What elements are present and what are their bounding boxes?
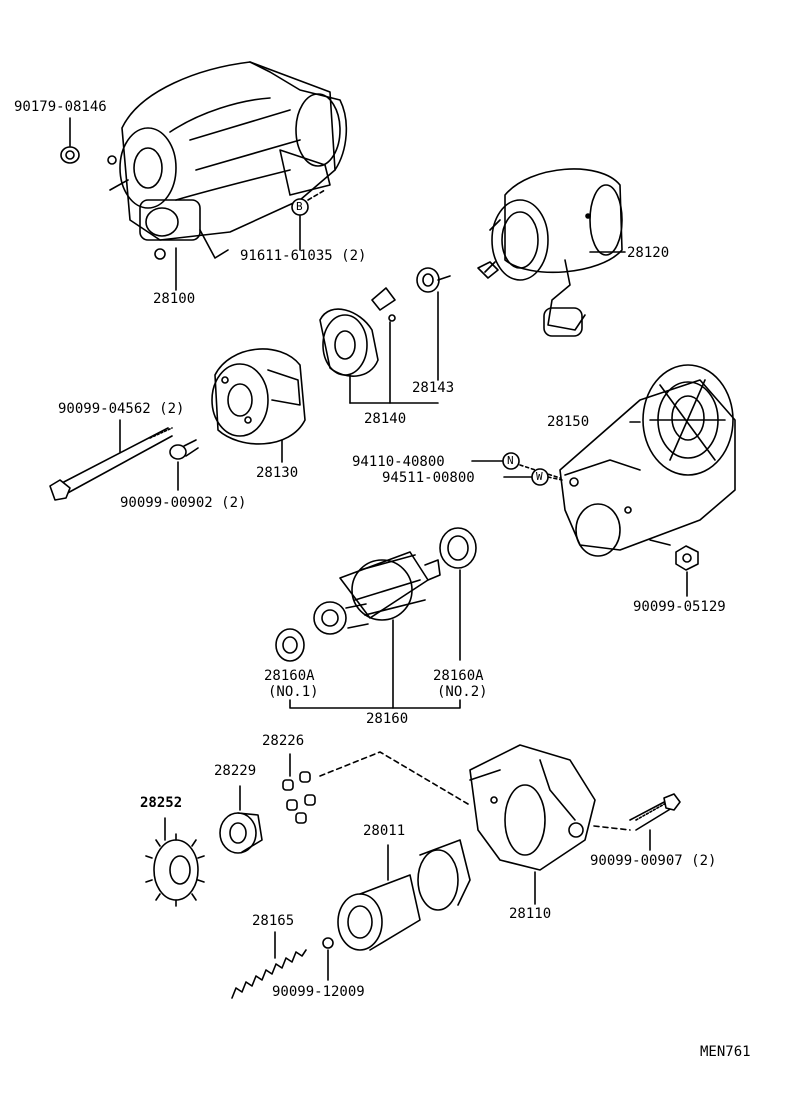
label-28120: 28120 bbox=[627, 245, 670, 261]
label-28011: 28011 bbox=[363, 823, 406, 839]
brush-holder-28140 bbox=[319, 287, 439, 404]
label-28226: 28226 bbox=[262, 733, 305, 749]
screw-90099-00902 bbox=[169, 439, 199, 491]
nut-90179-08146 bbox=[60, 117, 80, 164]
marker-W bbox=[531, 468, 549, 486]
marker-W-letter: W bbox=[536, 470, 543, 483]
bolt-90099-00907 bbox=[629, 793, 681, 851]
label-28252: 28252 bbox=[140, 795, 183, 811]
dash-W bbox=[547, 476, 563, 481]
label-28160: 28160 bbox=[366, 711, 409, 727]
starter-assembly-28100 bbox=[107, 61, 348, 260]
retainer-28229 bbox=[219, 785, 263, 854]
marker-B bbox=[291, 198, 309, 216]
figure-code: MEN761 bbox=[700, 1044, 751, 1060]
marker-N bbox=[502, 452, 520, 470]
label-28150: 28150 bbox=[547, 414, 590, 430]
label-90099-00907: 90099-00907 (2) bbox=[590, 853, 717, 869]
balls-28226 bbox=[282, 753, 316, 824]
label-90099-04562: 90099-04562 (2) bbox=[58, 401, 185, 417]
bearing-28160A-no2 bbox=[439, 527, 477, 661]
label-91611-61035: 91611-61035 (2) bbox=[240, 248, 367, 264]
label-90099-12009: 90099-12009 bbox=[272, 984, 365, 1000]
label-90179-08146: 90179-08146 bbox=[14, 99, 107, 115]
label-28165: 28165 bbox=[252, 913, 295, 929]
gear-28252 bbox=[145, 817, 205, 907]
dash-line-upper bbox=[319, 751, 469, 805]
clutch-28011 bbox=[337, 839, 471, 951]
label-94511-00800: 94511-00800 bbox=[382, 470, 475, 486]
label-28160A-no1: 28160A bbox=[264, 668, 315, 684]
label-28160A-no1-sub: (NO.1) bbox=[268, 684, 319, 700]
yoke-28120 bbox=[477, 168, 626, 337]
leader-91611 bbox=[175, 189, 326, 291]
label-28143: 28143 bbox=[412, 380, 455, 396]
label-90099-05129: 90099-05129 bbox=[633, 599, 726, 615]
label-28140: 28140 bbox=[364, 411, 407, 427]
label-28229: 28229 bbox=[214, 763, 257, 779]
nut-90099-05129 bbox=[675, 545, 699, 597]
dash-line-bolt bbox=[593, 825, 631, 831]
bracket-28160 bbox=[289, 619, 461, 709]
ball-90099-12009 bbox=[322, 937, 334, 981]
housing-28110 bbox=[469, 744, 596, 905]
label-28160A-no2-sub: (NO.2) bbox=[437, 684, 488, 700]
label-28160A-no2: 28160A bbox=[433, 668, 484, 684]
spring-28165 bbox=[231, 931, 307, 999]
end-frame-28130 bbox=[211, 348, 306, 463]
label-94110-40800: 94110-40800 bbox=[352, 454, 445, 470]
through-bolt-90099-04562 bbox=[49, 419, 173, 501]
bearing-28143 bbox=[416, 267, 451, 381]
marker-B-letter: B bbox=[296, 200, 303, 213]
label-28110: 28110 bbox=[509, 906, 552, 922]
bearing-28160A-no1 bbox=[275, 628, 305, 662]
armature-28160 bbox=[313, 551, 441, 635]
label-90099-00902: 90099-00902 (2) bbox=[120, 495, 247, 511]
magnetic-switch-28150 bbox=[559, 364, 736, 557]
label-28130: 28130 bbox=[256, 465, 299, 481]
label-28100: 28100 bbox=[153, 291, 196, 307]
marker-N-letter: N bbox=[507, 454, 514, 467]
